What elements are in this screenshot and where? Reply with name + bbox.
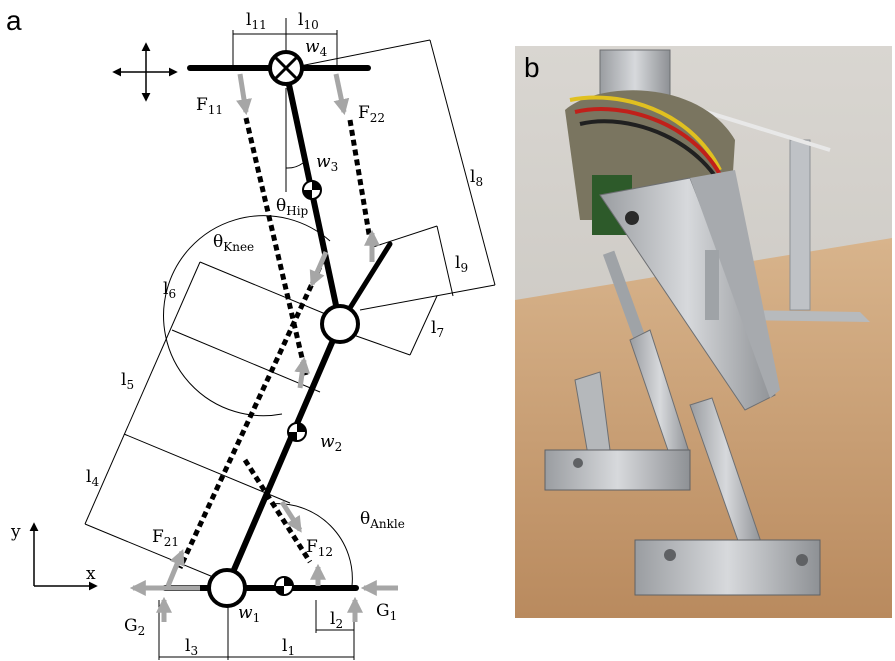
label-F22: F22 xyxy=(358,103,385,125)
diagram-labels: l11 l10 w4 F11 F22 l8 w3 θHip θKnee l9 l… xyxy=(86,10,483,658)
angle-arcs xyxy=(163,162,353,587)
arrow-F11 xyxy=(236,73,252,116)
panel-a-letter: a xyxy=(6,5,22,36)
arrow-knee-down xyxy=(309,250,329,287)
label-l4: l4 xyxy=(86,467,99,489)
label-l8: l8 xyxy=(470,167,483,189)
mass-markers xyxy=(274,180,322,596)
axis-x-label: x xyxy=(86,564,96,584)
panel-a-schematic: a xyxy=(6,5,496,660)
arrow-F12 xyxy=(279,500,303,533)
label-G1: G1 xyxy=(376,601,397,623)
mass-marker-w2 xyxy=(287,422,307,442)
label-w3: w3 xyxy=(316,152,338,174)
label-l3: l3 xyxy=(185,636,198,658)
label-w4: w4 xyxy=(305,37,328,59)
mass-marker-w3 xyxy=(302,180,322,200)
label-w1: w1 xyxy=(238,603,260,625)
label-F11: F11 xyxy=(196,95,223,117)
joints xyxy=(207,50,360,608)
label-G2: G2 xyxy=(124,616,145,638)
mass-marker-w1 xyxy=(274,576,294,596)
label-F12: F12 xyxy=(306,537,333,559)
label-l5: l5 xyxy=(121,370,134,392)
label-l2: l2 xyxy=(330,609,343,631)
arrow-F22 xyxy=(333,73,350,116)
coordinate-axes xyxy=(29,522,98,591)
tendon-paths xyxy=(177,117,373,570)
force-arrows xyxy=(129,73,398,622)
label-F21: F21 xyxy=(152,527,179,549)
label-l9: l9 xyxy=(455,253,468,275)
label-theta-hip: θHip xyxy=(276,196,309,218)
panel-b-letter: b xyxy=(524,52,540,83)
label-l1: l1 xyxy=(282,636,295,658)
knee-joint xyxy=(320,304,360,344)
label-l11: l11 xyxy=(246,10,267,32)
axis-y-label: y xyxy=(10,522,21,542)
label-theta-ankle: θAnkle xyxy=(360,509,405,531)
ankle-joint xyxy=(207,568,247,608)
movement-cross xyxy=(112,42,178,102)
panel-b-photo: b xyxy=(515,46,892,618)
arrow-shin-up xyxy=(294,356,311,389)
robot-photo xyxy=(544,49,821,596)
label-l6: l6 xyxy=(163,279,176,301)
label-l10: l10 xyxy=(298,10,319,32)
dimension-lines xyxy=(84,18,496,660)
arrow-F21 xyxy=(165,549,185,587)
label-l7: l7 xyxy=(431,318,444,340)
label-w2: w2 xyxy=(320,432,342,454)
label-theta-knee: θKnee xyxy=(213,232,254,254)
